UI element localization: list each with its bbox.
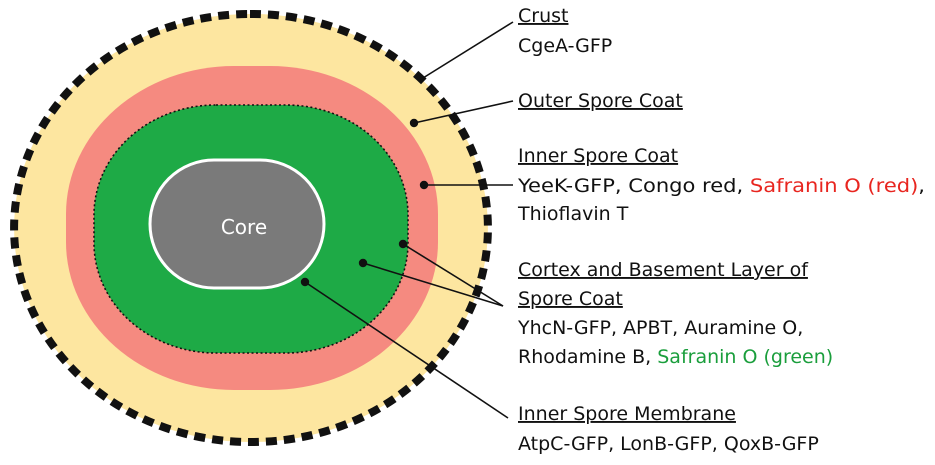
label-cortex-title-line2: Spore Coat (518, 288, 623, 310)
label-cortex-markers-line1: YhcN-GFP, APBT, Auramine O, (517, 317, 803, 339)
leader-line-cortex-basement (402, 243, 504, 307)
label-cortex-title-line1: Cortex and Basement Layer of (518, 259, 809, 281)
leader-line-cortex (362, 262, 504, 307)
inner-coat-safranin-red: Safranin O (red) (750, 175, 918, 197)
leader-dot-outer-coat (409, 118, 419, 128)
core-region (148, 158, 326, 290)
leader-dot-cortex (358, 258, 368, 268)
leader-dots (300, 118, 429, 287)
cortex-markers-rhodamine: Rhodamine B, (518, 346, 657, 368)
leader-line-crust (422, 21, 514, 79)
leader-dot-inner-membrane (300, 277, 310, 287)
label-crust-title: Crust (518, 5, 568, 27)
label-crust-markers: CgeA-GFP (518, 35, 612, 57)
label-inner-membrane-markers: AtpC-GFP, LonB-GFP, QoxB-GFP (518, 433, 819, 455)
label-inner-coat-markers-line2: Thioflavin T (517, 203, 629, 225)
label-outer-coat-title: Outer Spore Coat (518, 90, 683, 112)
leader-line-outer-coat (413, 100, 514, 124)
label-inner-coat-title: Inner Spore Coat (518, 145, 678, 167)
label-cortex: Cortex and Basement Layer of Spore Coat … (517, 259, 833, 368)
label-inner-coat-markers: YeeK-GFP, Congo red, Safranin O (red), (517, 175, 925, 197)
inner-coat-markers-part1: YeeK-GFP, Congo red, (517, 175, 750, 197)
label-cortex-markers-line2: Rhodamine B, Safranin O (green) (518, 346, 833, 368)
leader-lines (304, 21, 514, 419)
label-inner-coat: Inner Spore Coat YeeK-GFP, Congo red, Sa… (517, 145, 925, 225)
leader-dot-cortex-basement (398, 239, 408, 249)
label-outer-coat: Outer Spore Coat (518, 90, 683, 112)
label-inner-membrane: Inner Spore Membrane AtpC-GFP, LonB-GFP,… (518, 403, 819, 455)
label-crust: Crust CgeA-GFP (518, 5, 612, 57)
inner-coat-markers-comma: , (918, 175, 925, 197)
leader-dot-inner-coat (419, 180, 429, 190)
core-label: Core (221, 215, 267, 239)
leader-line-inner-membrane (304, 281, 509, 419)
label-inner-membrane-title: Inner Spore Membrane (518, 403, 736, 425)
cortex-safranin-green: Safranin O (green) (657, 346, 833, 368)
